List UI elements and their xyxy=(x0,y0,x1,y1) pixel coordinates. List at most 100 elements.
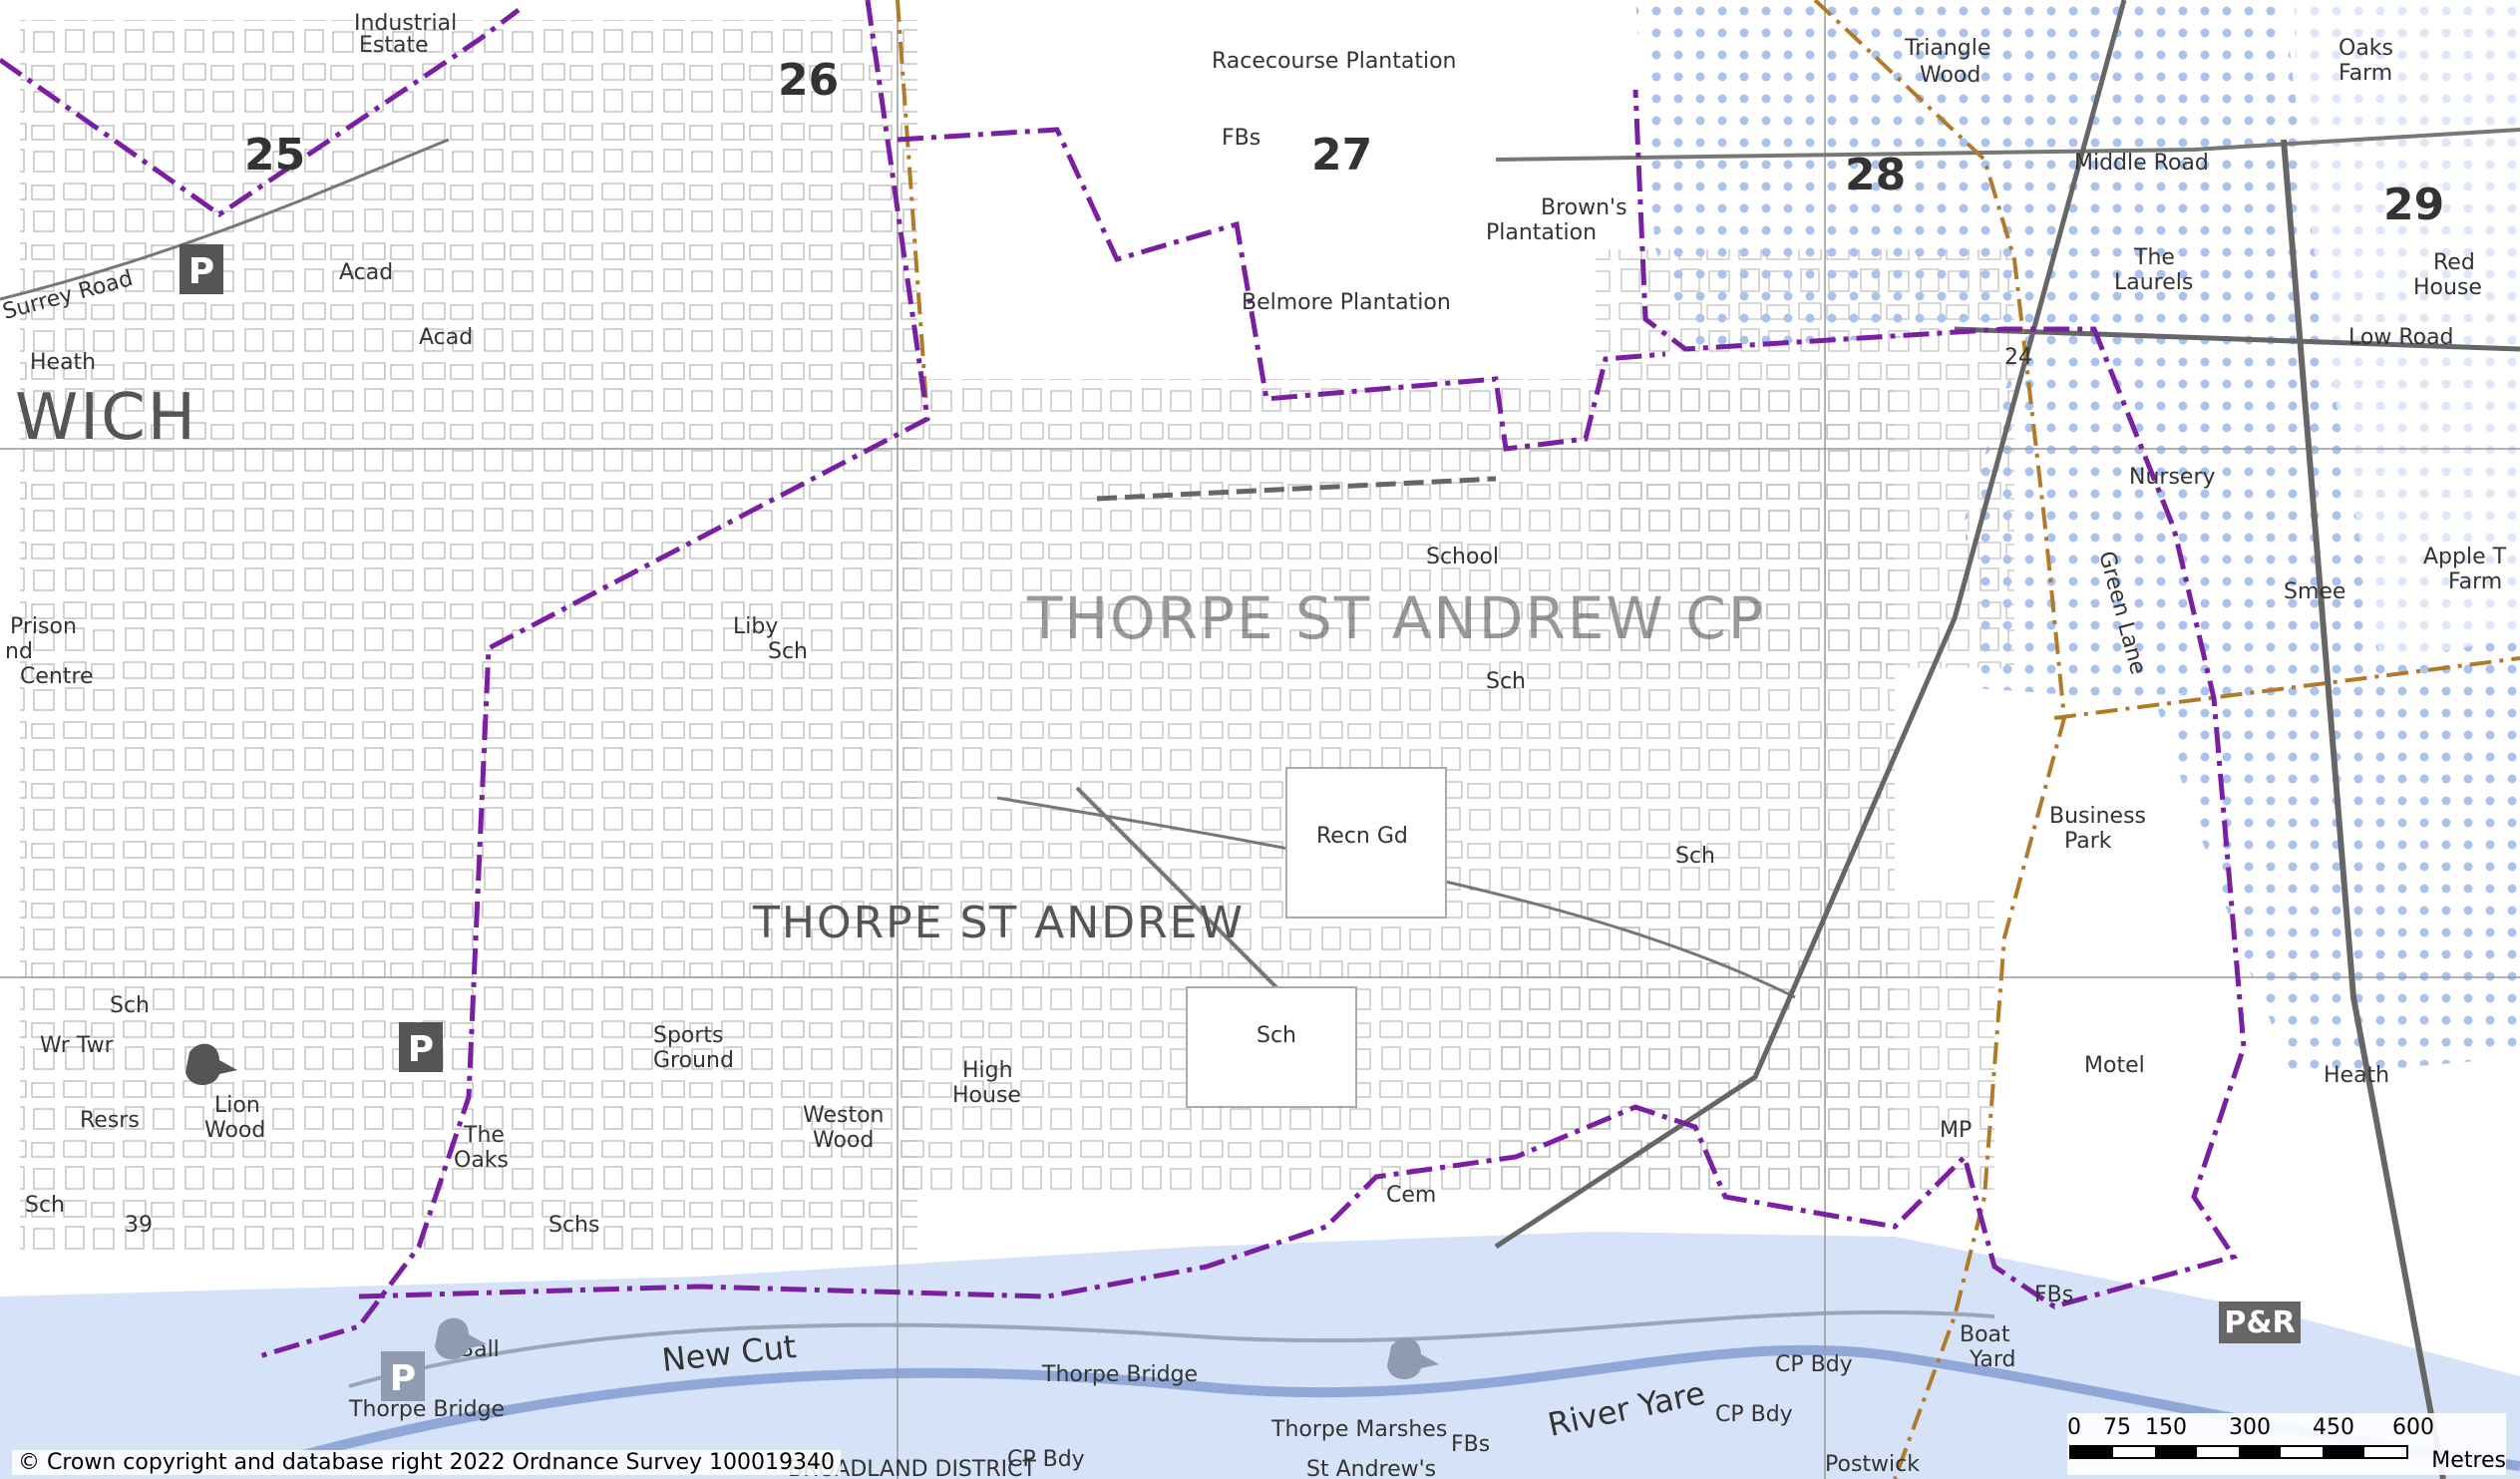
label-st-andrews: St Andrew's xyxy=(1306,1457,1436,1479)
label-high-house: House xyxy=(952,1083,1021,1108)
recreation-ground xyxy=(1285,767,1447,919)
scale-tick-75: 75 xyxy=(2103,1415,2131,1440)
label-mp: MP xyxy=(1940,1118,1972,1143)
parish-boundary xyxy=(0,0,2247,1359)
label-schs: Schs xyxy=(548,1213,599,1238)
label-apple-farm: Farm xyxy=(2448,569,2502,594)
parking-icon: P xyxy=(381,1351,425,1401)
svg-text:P: P xyxy=(408,1029,434,1070)
label-sports: Sports xyxy=(653,1023,724,1048)
label-resrs: Resrs xyxy=(80,1108,140,1133)
place-thorpe-st-andrew: THORPE ST ANDREW xyxy=(752,898,1245,948)
label-the-oaks-1: The xyxy=(463,1123,505,1148)
label-low-road: Low Road xyxy=(2348,325,2454,350)
bird-icon xyxy=(1387,1337,1439,1379)
label-thorpe-bridge-2: Thorpe Bridge xyxy=(1041,1362,1198,1387)
label-nd: nd xyxy=(5,639,33,664)
label-plantation: Plantation xyxy=(1486,220,1597,245)
label-centre: Centre xyxy=(20,664,94,689)
label-racecourse-plantation: Racecourse Plantation xyxy=(1212,49,1457,74)
river-yare xyxy=(297,1344,2520,1471)
new-cut xyxy=(348,1309,1995,1388)
label-weston-wood: Wood xyxy=(813,1128,874,1153)
label-browns: Brown's xyxy=(1541,195,1627,220)
school-grounds xyxy=(1186,986,1357,1108)
label-estate: Estate xyxy=(359,33,429,58)
label-39: 39 xyxy=(125,1213,153,1238)
label-recn-gd: Recn Gd xyxy=(1316,824,1408,849)
label-cem: Cem xyxy=(1386,1183,1436,1208)
label-acad-2: Acad xyxy=(419,325,473,350)
label-the-oaks-2: Oaks xyxy=(454,1148,509,1173)
countryside-dotted xyxy=(1635,0,2520,1077)
label-thorpe-marshes: Thorpe Marshes xyxy=(1270,1417,1447,1442)
label-boat: Boat xyxy=(1960,1322,2010,1347)
scale-tick-0: 0 xyxy=(2067,1415,2081,1440)
label-weston: Weston xyxy=(803,1103,885,1128)
label-middle-road: Middle Road xyxy=(2074,151,2209,176)
label-acad-1: Acad xyxy=(339,260,393,285)
label-high: High xyxy=(962,1058,1013,1083)
label-thorpe-bridge-1: Thorpe Bridge xyxy=(348,1397,505,1422)
label-cp-bdy-3: CP Bdy xyxy=(1007,1447,1085,1472)
parking-icon: P xyxy=(180,244,223,294)
label-park: Park xyxy=(2064,829,2112,854)
label-triangle: Triangle xyxy=(1904,36,1990,61)
label-fbs-2: FBs xyxy=(2034,1283,2073,1307)
label-sch-2: Sch xyxy=(1486,669,1526,694)
grid-number-29: 29 xyxy=(2383,180,2444,230)
label-fbs-3: FBs xyxy=(1222,126,1260,151)
label-prison: Prison xyxy=(10,614,77,639)
bird-icon xyxy=(185,1043,237,1085)
label-sch-6: Sch xyxy=(25,1193,65,1218)
svg-text:P&R: P&R xyxy=(2224,1305,2295,1340)
label-nursery: Nursery xyxy=(2129,465,2216,490)
label-heath-farm: Heath xyxy=(2324,1063,2389,1088)
label-triangle-wood: Wood xyxy=(1920,63,1980,88)
label-red: Red xyxy=(2433,250,2475,275)
label-oaks-farm: Farm xyxy=(2339,61,2392,86)
grid-number-26: 26 xyxy=(778,55,839,106)
district-boundary xyxy=(896,0,2520,1479)
label-postwick: Postwick xyxy=(1825,1452,1920,1477)
scale-bar: 0 75 150 300 450 600 Metres xyxy=(2067,1413,2506,1475)
scale-tick-150: 150 xyxy=(2145,1415,2187,1440)
label-smee: Smee xyxy=(2284,579,2345,604)
river-marsh-area xyxy=(0,1232,2520,1479)
label-cp-bdy-1: CP Bdy xyxy=(1775,1352,1853,1377)
label-sch-5: Sch xyxy=(110,993,150,1018)
label-wr-twr: Wr Twr xyxy=(40,1033,115,1058)
label-oaks: Oaks xyxy=(2339,36,2393,61)
label-yard: Yard xyxy=(1969,1347,2016,1372)
label-industrial: Industrial xyxy=(354,11,457,36)
scale-units: Metres xyxy=(2431,1448,2506,1473)
scale-tick-450: 450 xyxy=(2313,1415,2354,1440)
label-red-house: House xyxy=(2413,275,2482,300)
label-liby: Liby xyxy=(733,614,778,639)
bird-icon xyxy=(435,1317,487,1359)
grid-number-27: 27 xyxy=(1311,130,1372,181)
label-sch-3: Sch xyxy=(1675,844,1715,869)
grid-number-28: 28 xyxy=(1845,150,1906,200)
label-the: The xyxy=(2133,245,2175,270)
label-laurels: Laurels xyxy=(2114,270,2193,295)
label-24: 24 xyxy=(2004,345,2032,370)
label-lion-wood: Wood xyxy=(204,1118,265,1143)
place-wich: WICH xyxy=(15,381,197,455)
label-sch-1: Sch xyxy=(768,639,808,664)
scale-bar-segments xyxy=(2069,1445,2408,1459)
label-school: School xyxy=(1426,545,1499,569)
label-sch-4: Sch xyxy=(1257,1023,1296,1048)
scale-tick-600: 600 xyxy=(2392,1415,2434,1440)
parking-icon: P xyxy=(399,1022,443,1072)
place-thorpe-st-andrew-cp: THORPE ST ANDREW CP xyxy=(1026,584,1765,652)
label-business: Business xyxy=(2049,804,2146,829)
label-lion: Lion xyxy=(214,1093,260,1118)
label-fbs-1: FBs xyxy=(1451,1432,1490,1457)
label-heath: Heath xyxy=(30,350,96,375)
copyright-notice: © Crown copyright and database right 202… xyxy=(12,1450,841,1475)
svg-text:P: P xyxy=(188,251,214,292)
